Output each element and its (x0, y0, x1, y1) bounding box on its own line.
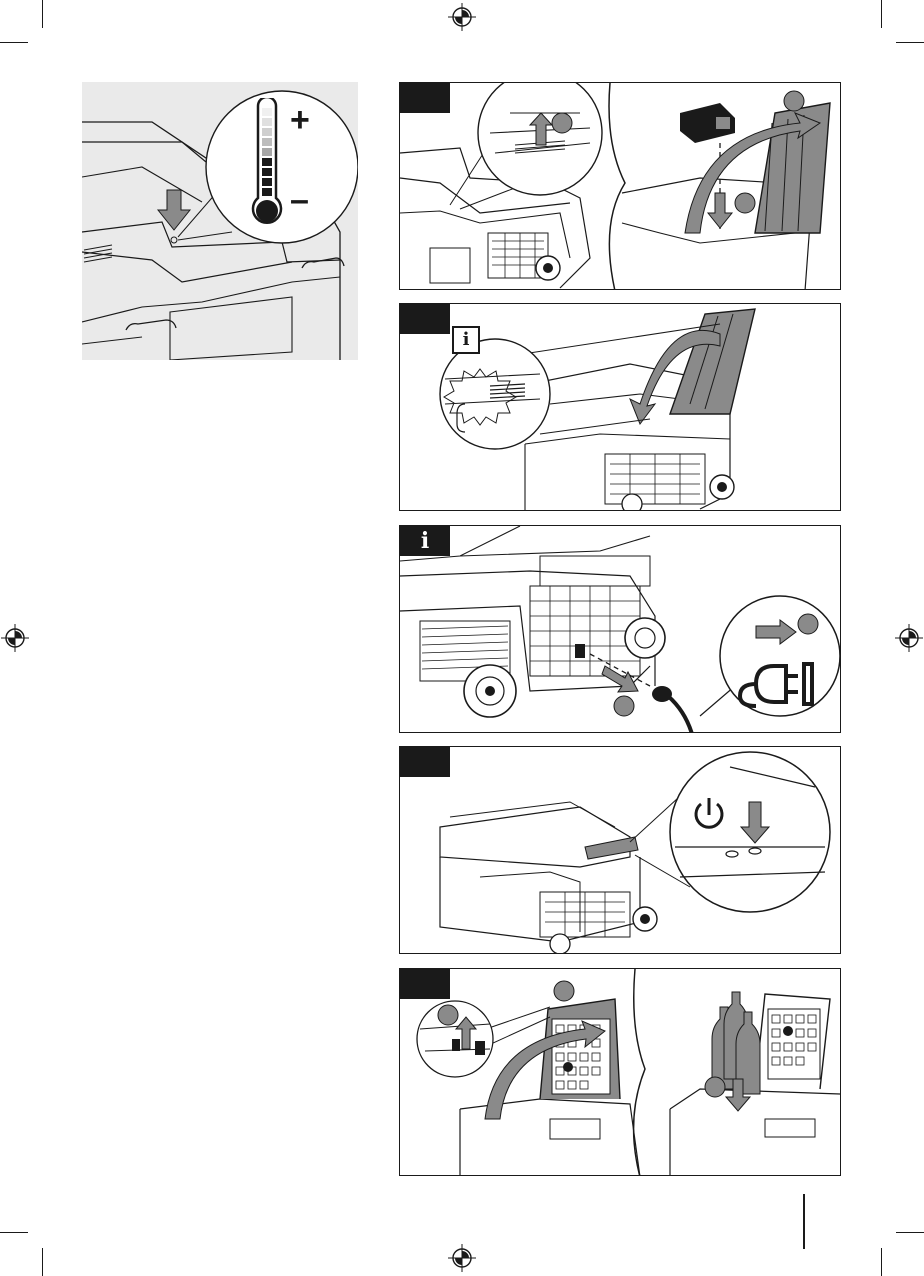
minus-symbol: – (290, 180, 309, 220)
thermometer-panel: + – (82, 82, 358, 360)
crop-mark (896, 1232, 924, 1233)
page-number-bar (803, 1194, 805, 1249)
info-badge-icon: i (452, 326, 480, 354)
step-tag (400, 969, 450, 999)
load-bottles-illustration (400, 969, 841, 1176)
crop-mark (0, 1232, 28, 1233)
registration-mark-icon (447, 1243, 477, 1273)
registration-mark-icon (447, 2, 477, 32)
cooler-lid-illustration (82, 82, 358, 360)
step-tag (400, 83, 450, 113)
crop-mark (0, 42, 28, 43)
plug-icon (734, 654, 818, 714)
step-tag: i (400, 526, 450, 556)
plus-symbol: + (290, 100, 310, 140)
crop-mark (42, 0, 43, 28)
power-icon (690, 795, 728, 833)
step-tag (400, 304, 450, 334)
panel-step-press-power (399, 746, 841, 954)
panel-step-remove-battery-cover (399, 82, 841, 290)
crop-mark (896, 42, 924, 43)
panel-step-connect-power: i (399, 525, 841, 733)
thermometer-icon (248, 98, 288, 238)
registration-mark-icon (0, 623, 30, 653)
press-power-illustration (400, 747, 841, 954)
battery-removal-illustration (400, 83, 841, 290)
info-badge-label: i (454, 328, 478, 352)
panel-step-load-bottles (399, 968, 841, 1176)
panel-step-close-cover: i (399, 303, 841, 511)
crop-mark (881, 0, 882, 28)
registration-mark-icon (894, 623, 924, 653)
crop-mark (881, 1248, 882, 1276)
crop-mark (42, 1248, 43, 1276)
step-tag (400, 747, 450, 777)
